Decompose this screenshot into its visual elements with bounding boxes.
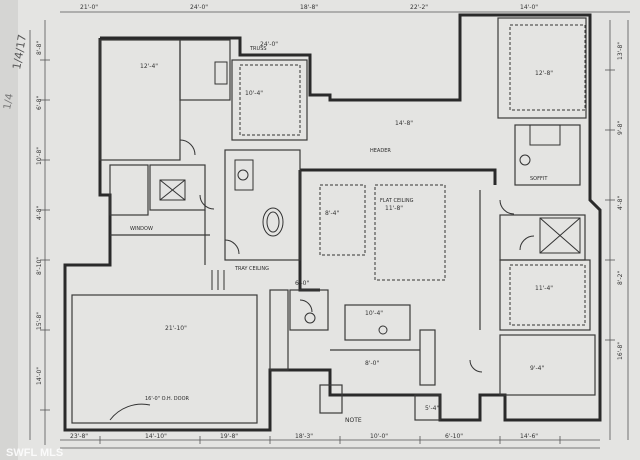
room-garage: 21'-10" [165, 325, 187, 332]
dimension-label-top: 21'-0" [80, 4, 98, 11]
bottom-dimension-labels: 23'-8" 14'-10" 19'-8" 18'-3" 10'-0" 6'-10" 14'… [70, 433, 538, 440]
top-dimension-labels: 21'-0" 24'-0" 18'-8" 22'-2" 14'-0" [80, 4, 538, 11]
dimension-label-right: 4'-8" [617, 196, 624, 210]
room-nook: 8'-4" [325, 210, 339, 217]
dimension-label-right: 8'-2" [617, 271, 624, 285]
note-label: NOTE [345, 417, 362, 424]
room-study: 9'-4" [530, 365, 544, 372]
garage-door-note: 16'-0" O.H. DOOR [145, 396, 190, 402]
margin-note-2: 1/4 [2, 93, 16, 111]
dimension-label-bottom: 23'-8" [70, 433, 88, 440]
room-great-room: 14'-8" [395, 120, 413, 127]
dimension-label-left: 10'-8" [36, 147, 43, 165]
dimension-label-top: 22'-2" [410, 4, 428, 11]
room-bedroom-3: 11'-4" [535, 285, 553, 292]
watermark: SWFL MLS [6, 447, 63, 459]
dimension-label-right: 9'-8" [617, 121, 624, 135]
dimension-label-right: 16'-8" [617, 342, 624, 360]
ceiling-note: FLAT CEILING [380, 198, 414, 204]
header-note: HEADER [370, 148, 391, 154]
bath-fixtures [159, 61, 581, 335]
dimension-label-top: 18'-8" [300, 4, 318, 11]
dimension-label-left: 4'-8" [36, 206, 43, 220]
dimension-label-left: 6'-8" [36, 96, 43, 110]
room-dining: 11'-8" [385, 205, 403, 212]
tray-note: TRAY CEILING [234, 266, 269, 272]
window-note: WINDOW [130, 226, 153, 232]
dimension-label-bottom: 14'-6" [520, 433, 538, 440]
room-kitchen: 10'-4" [365, 310, 383, 317]
dimension-label-bottom: 6'-10" [445, 433, 463, 440]
room-master-bath: 10'-4" [245, 90, 263, 97]
dimension-label-left: 8'-8" [36, 41, 43, 55]
dimension-lines [29, 11, 630, 449]
callout-notes: FLAT CEILING HEADER TRUSS WINDOW TRAY CE… [130, 46, 548, 424]
interior-walls [99, 17, 596, 421]
room-entry: 8'-0" [365, 360, 379, 367]
dimension-label-left: 15'-8" [36, 312, 43, 330]
dimension-label-bottom: 14'-10" [145, 433, 167, 440]
room-laundry: 6'-0" [295, 280, 309, 287]
soffit-note: SOFFIT [530, 176, 548, 182]
page-edge-shadow [0, 0, 18, 460]
dimension-label-bottom: 18'-3" [295, 433, 313, 440]
dimension-label-bottom: 19'-8" [220, 433, 238, 440]
dimension-label-right: 13'-8" [617, 42, 624, 60]
room-master-bedroom: 12'-4" [140, 63, 158, 70]
left-dimension-labels: 8'-8" 6'-8" 10'-8" 4'-8" 8'-10" 15'-8" 14'-0" [36, 41, 43, 385]
door-swings [109, 139, 535, 421]
right-dimension-labels: 13'-8" 9'-8" 4'-8" 8'-2" 16'-8" [617, 42, 624, 360]
dimension-label-left: 8'-10" [36, 257, 43, 275]
room-lanai-top: 24'-0" [260, 41, 278, 48]
dimension-label-bottom: 10'-0" [370, 433, 388, 440]
room-porch: 5'-4" [425, 405, 439, 412]
dimension-label-left: 14'-0" [36, 367, 43, 385]
room-labels: 24'-0" 12'-4" 10'-4" 14'-8" 21'-10" 12'-… [140, 41, 553, 412]
step-detail [211, 270, 225, 290]
dimension-label-top: 14'-0" [520, 4, 538, 11]
room-bedroom-2: 12'-8" [535, 70, 553, 77]
tray-ceiling-outline [239, 24, 586, 326]
truss-note: TRUSS [249, 46, 267, 52]
margin-note: 1/4/17 [10, 33, 29, 70]
dimension-label-top: 24'-0" [190, 4, 208, 11]
